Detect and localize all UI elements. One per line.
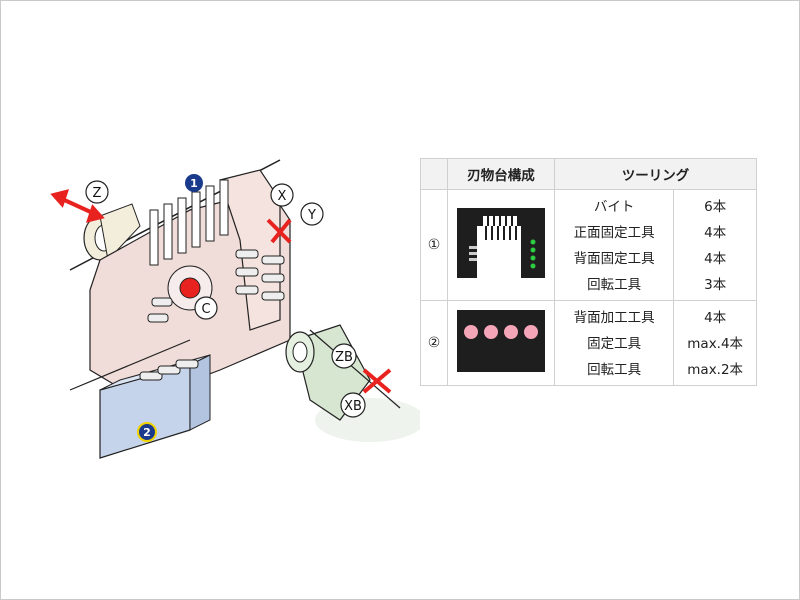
tool-name: 正面固定工具 <box>573 225 655 241</box>
axis-arrows <box>50 189 392 394</box>
turret-2-tool-names: 背面加工工具 固定工具 回転工具 <box>553 300 675 386</box>
svg-text:XB: XB <box>344 399 362 414</box>
tool-count: max.2本 <box>687 362 744 378</box>
header-index <box>420 158 448 190</box>
turret-2-tool-counts: 4本 max.4本 max.2本 <box>673 300 757 386</box>
svg-text:ZB: ZB <box>335 350 353 365</box>
turret-2-thumbnail <box>457 310 545 372</box>
tool-count: 4本 <box>704 310 727 326</box>
axis-z-label: Z <box>85 180 109 204</box>
axis-zb-label: ZB <box>331 343 357 369</box>
row-index: ① <box>420 189 448 301</box>
badge-turret-2: 2 <box>137 422 157 442</box>
table-row: ② 背面加工工具 固定工具 回転工具 4本 max.4本 max.2本 <box>420 300 757 386</box>
tool-name: 背面固定工具 <box>573 251 655 267</box>
svg-text:Z: Z <box>93 186 102 201</box>
tool-name: バイト <box>593 199 635 215</box>
turret-1-tool-names: バイト 正面固定工具 背面固定工具 回転工具 <box>553 189 675 301</box>
svg-text:1: 1 <box>190 177 198 190</box>
axis-c-label: C <box>194 296 218 320</box>
svg-text:2: 2 <box>143 426 151 439</box>
tool-count: 4本 <box>704 225 727 241</box>
tool-count: 4本 <box>704 251 727 267</box>
turret-2-block <box>69 339 211 459</box>
tool-name: 背面加工工具 <box>573 310 655 326</box>
turret-2-config-image <box>447 300 555 386</box>
table-row: ① バイト 正面固定工具 背面固定工具 <box>420 189 757 301</box>
tool-count: 6本 <box>704 199 727 215</box>
svg-text:X: X <box>278 189 287 204</box>
main-spindle <box>69 159 281 271</box>
axis-xb-label: XB <box>340 392 366 418</box>
machine-diagram: Z X Y C ZB XB 1 2 <box>50 159 420 459</box>
turret-1-thumbnail <box>457 208 545 278</box>
tool-name: 固定工具 <box>587 336 642 352</box>
header-tooling: ツーリング <box>554 158 757 190</box>
turret-1-config-image <box>447 189 555 301</box>
tool-count: 3本 <box>704 277 727 293</box>
tool-name: 回転工具 <box>587 362 642 378</box>
tool-count: max.4本 <box>687 336 744 352</box>
axis-x-label: X <box>270 183 294 207</box>
row-index: ② <box>420 300 448 386</box>
tooling-table: 刃物台構成 ツーリング ① バイト <box>420 158 757 386</box>
axis-y-label: Y <box>300 202 324 226</box>
header-config: 刃物台構成 <box>447 158 555 190</box>
tool-name: 回転工具 <box>587 277 642 293</box>
svg-text:C: C <box>201 302 210 317</box>
svg-text:Y: Y <box>307 208 316 223</box>
table-header-row: 刃物台構成 ツーリング <box>420 158 757 190</box>
turret-1-tool-counts: 6本 4本 4本 3本 <box>673 189 757 301</box>
badge-turret-1: 1 <box>185 174 203 192</box>
